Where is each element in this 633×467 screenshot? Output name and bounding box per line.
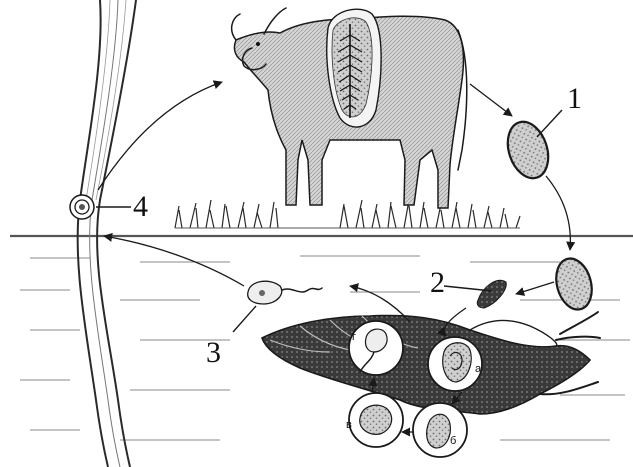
label-2: 2	[430, 266, 445, 299]
stage-circle-g	[349, 321, 403, 375]
stage-circle-b	[413, 403, 467, 457]
cyst-adolescaria	[70, 195, 94, 219]
grass	[175, 200, 520, 228]
label-4: 4	[133, 190, 148, 223]
stage-label-b: б	[450, 435, 456, 447]
stage-label-g: г	[352, 331, 356, 343]
stage-circle-a	[428, 337, 482, 391]
stage-label-a: а	[475, 363, 482, 375]
stage-label-v: в	[346, 419, 352, 431]
cow-host	[232, 8, 467, 208]
label-3: 3	[206, 336, 221, 369]
label-1: 1	[567, 82, 582, 115]
stage-circle-v	[349, 393, 403, 447]
